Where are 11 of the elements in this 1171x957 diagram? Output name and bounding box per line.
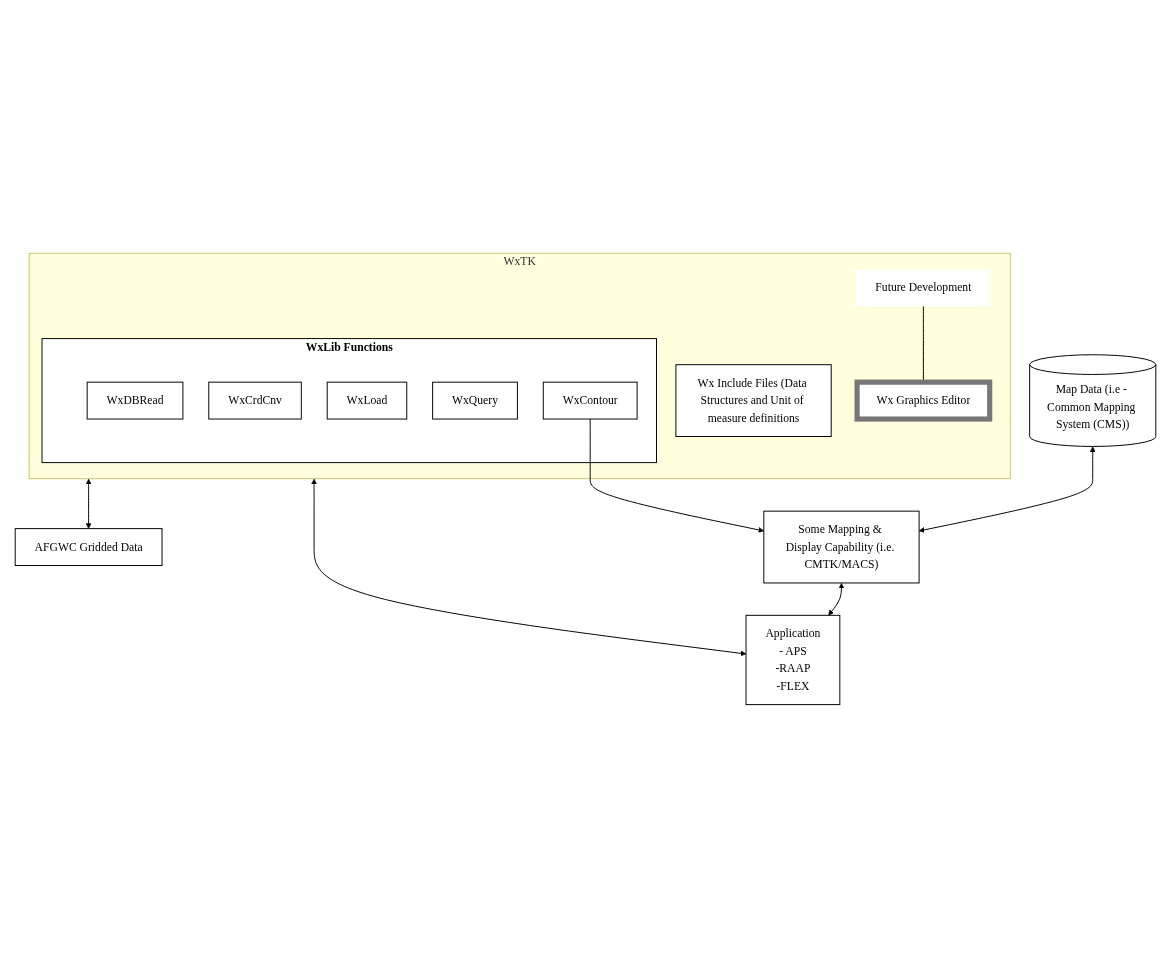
node-box: WxQuery: [432, 381, 518, 420]
node-box: Future Development: [855, 268, 991, 306]
node-box: WxDBRead: [86, 381, 184, 420]
node-box: Wx Graphics Editor: [854, 379, 993, 422]
node-box: AFGWC Gridded Data: [14, 527, 163, 566]
node-box: Wx Include Files (Data Structures and Unit of measure definitions: [675, 363, 832, 437]
node-box: WxCrdCnv: [208, 381, 302, 420]
node-box: WxContour: [542, 381, 638, 420]
node-box: Application - APS -RAAP -FLEX: [745, 614, 841, 705]
node-box: Some Mapping & Display Capability (i.e. CMTK/MACS): [763, 510, 920, 584]
node-box: WxLoad: [326, 381, 408, 420]
